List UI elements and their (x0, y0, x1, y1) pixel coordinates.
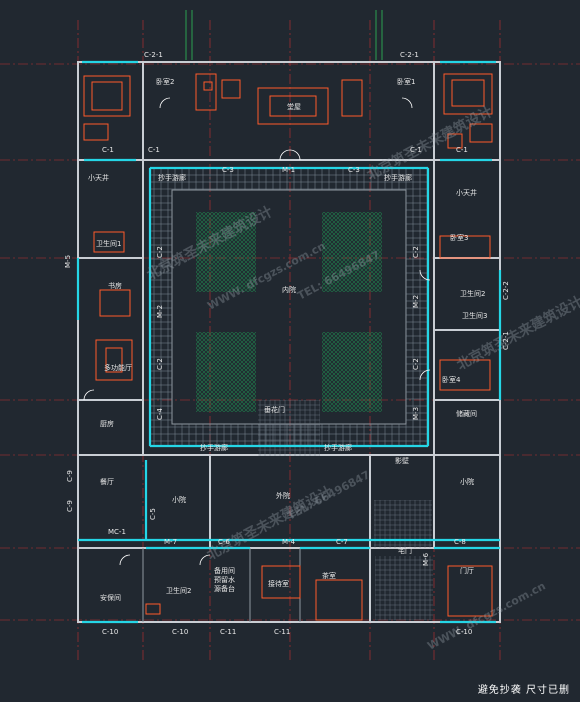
window-tag: C-2-1 (400, 51, 419, 59)
courtyard-hatch (196, 212, 382, 412)
window-tag: C-5 (149, 508, 157, 520)
window-tag: C-11 (274, 628, 290, 636)
window-tag: M-7 (164, 538, 177, 546)
window-tag: C-3 (348, 166, 360, 174)
window-tag: C-2 (156, 358, 164, 370)
window-tags: C-2-1 C-2-1 C-1 C-1 C-1 C-1 C-3 M-1 C-3 … (64, 51, 510, 636)
room-label: 小院 (460, 477, 474, 486)
window-tag: C-2-1 (144, 51, 163, 59)
room-label: 备用间预留水源备台 (214, 566, 235, 593)
window-tag: C-9 (66, 500, 74, 512)
window-tag: M-3 (412, 407, 420, 420)
room-label: 茶室 (322, 571, 336, 580)
watermark-text: 北京筑圣未来建筑设计 (454, 293, 580, 374)
room-label: 餐厅 (100, 477, 114, 486)
window-tag: C-10 (102, 628, 118, 636)
window-tag: C-10 (456, 628, 472, 636)
window-tag: C-4 (156, 408, 164, 420)
room-label: 堂屋 (287, 102, 301, 111)
room-label: 抄手游廊 (324, 443, 352, 452)
north-markers (185, 10, 383, 60)
window-tag: C-3 (222, 166, 234, 174)
window-tag: C-10 (172, 628, 188, 636)
room-label: 抄手游廊 (384, 173, 412, 182)
window-tag: M-1 (282, 166, 295, 174)
window-tag: C-2-2 (502, 281, 510, 300)
furniture (83, 73, 493, 621)
watermark-text: 北京筑圣未来建筑设计 (364, 103, 496, 184)
window-tag: C-1 (102, 146, 114, 154)
window-tag: C-1 (148, 146, 160, 154)
room-label: 卫生间3 (462, 311, 487, 320)
inner-walls (142, 167, 429, 622)
room-label: 卧室4 (442, 375, 461, 384)
window-tag: C-1 (410, 146, 422, 154)
room-label: 厨房 (100, 419, 114, 428)
room-label: 书房 (108, 281, 122, 290)
window-tag: C-2 (156, 246, 164, 258)
window-tag: C-2 (412, 246, 420, 258)
window-tag: MC-1 (108, 528, 126, 536)
room-label: 门厅 (460, 566, 474, 575)
room-label: 多功能厅 (104, 363, 132, 372)
room-label: 安保间 (100, 593, 121, 602)
window-tag: C-11 (220, 628, 236, 636)
room-label: 小天井 (88, 173, 109, 182)
room-label: 储藏间 (456, 409, 477, 418)
window-tag: M-4 (282, 538, 296, 546)
room-label: 卧室3 (450, 233, 468, 242)
room-label: 宅门 (398, 546, 412, 555)
room-labels: 卧室2 卧室1 堂屋 小天井 小天井 卫生间1 书房 多功能厅 卧室3 卫生间2… (88, 77, 487, 602)
window-tag: M-2 (412, 295, 420, 308)
room-label: 卫生间2 (166, 586, 191, 595)
room-label: 垂花门 (264, 405, 285, 414)
door-swings (83, 97, 431, 566)
room-label: 内院 (282, 285, 296, 294)
room-label: 外院 (276, 491, 290, 500)
window-tag: M-6 (422, 552, 430, 566)
watermark-tel: TEL: 66496847 (285, 468, 372, 522)
window-lines (76, 60, 502, 624)
window-tag: C-1 (456, 146, 468, 154)
watermark-web: WWW. dfcgzs.com.cn (425, 579, 547, 652)
window-tag: C-9 (66, 470, 74, 482)
room-label: 卫生间2 (460, 289, 485, 298)
room-label: 卧室1 (397, 77, 415, 86)
window-tag: C-2-1 (502, 331, 510, 350)
corridor-tiles (150, 168, 433, 620)
window-tag: C-7 (336, 538, 348, 546)
window-tag: C-2 (412, 358, 420, 370)
window-tag: M-2 (156, 305, 164, 318)
room-label: 卧室2 (156, 77, 174, 86)
room-label: 卫生间1 (96, 239, 121, 248)
room-label: 影壁 (395, 456, 409, 465)
room-label: 抄手游廊 (200, 443, 228, 452)
window-tag: C-6 (218, 538, 230, 546)
window-tag: C-8 (454, 538, 466, 546)
room-label: 接待室 (268, 579, 289, 588)
room-label: 抄手游廊 (158, 173, 186, 182)
window-tag: M-5 (64, 255, 72, 268)
copy-notice: 避免抄袭 尺寸已删 (477, 685, 570, 696)
room-label: 小院 (172, 495, 186, 504)
room-label: 小天井 (456, 188, 477, 197)
